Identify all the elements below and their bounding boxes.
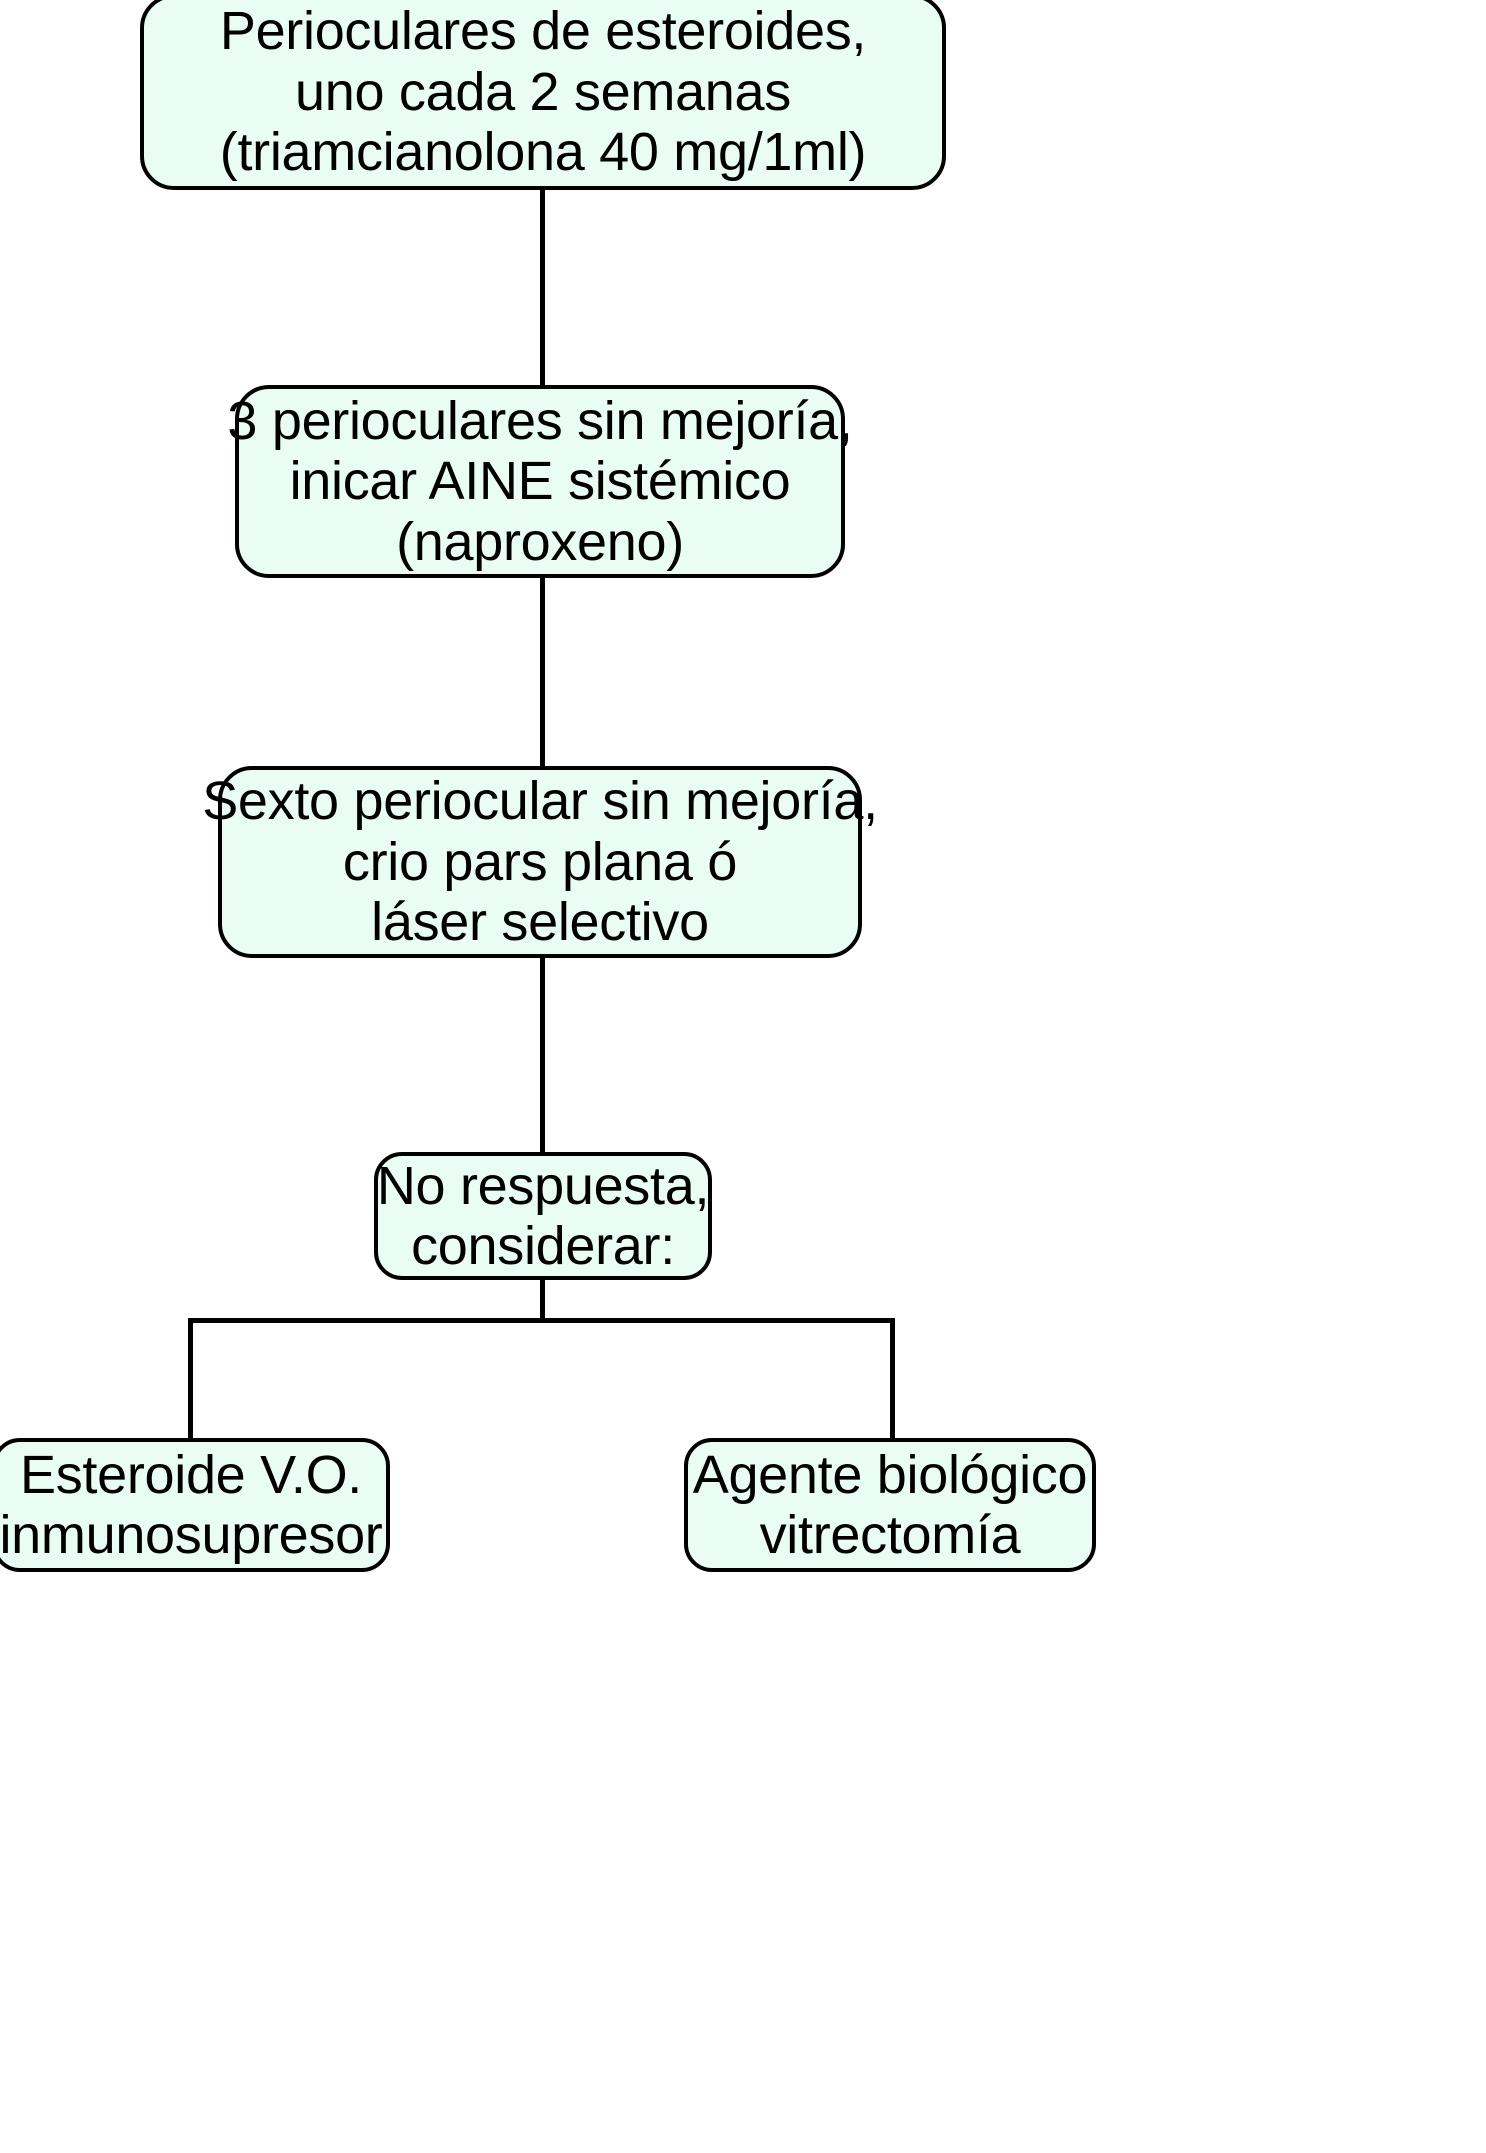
node-no-respuesta[interactable]: No respuesta, considerar: [374, 1152, 712, 1280]
node-line: vitrectomía [759, 1505, 1021, 1565]
node-line: inicar AINE sistémico [289, 451, 791, 512]
node-line: No respuesta, [376, 1155, 710, 1216]
connector-step4-to-branch [540, 1277, 545, 1322]
node-agente-biologico[interactable]: Agente biológico vitrectomía [684, 1438, 1096, 1572]
node-line: crio pars plana ó [342, 831, 738, 892]
node-line: láser selectivo [371, 892, 709, 953]
node-perioculares-esteroides[interactable]: Perioculares de esteroides, uno cada 2 s… [140, 0, 946, 190]
connector-branch-bar [188, 1318, 893, 1323]
node-tres-perioculares[interactable]: 3 perioculares sin mejoría, inicar AINE … [227, 385, 853, 578]
node-line: inmunosupresor [0, 1505, 383, 1565]
node-line: considerar: [411, 1216, 675, 1276]
connector-branch-left [188, 1318, 193, 1442]
node-line: Agente biológico [692, 1444, 1088, 1505]
node-line: Esteroide V.O. [19, 1444, 362, 1505]
node-esteroide-vo[interactable]: Esteroide V.O. inmunosupresor [0, 1438, 390, 1572]
connector-step3-to-step4 [540, 955, 545, 1155]
connector-step2-to-step3 [540, 575, 545, 770]
node-line: (naproxeno) [396, 511, 684, 572]
connector-branch-right [890, 1318, 895, 1442]
node-line: Sexto periocular sin mejoría, [202, 771, 878, 832]
node-line: Perioculares de esteroides, [219, 1, 867, 62]
node-sexto-periocular[interactable]: Sexto periocular sin mejoría, crio pars … [202, 766, 878, 958]
node-line: (triamcianolona 40 mg/1ml) [219, 122, 867, 183]
node-line: uno cada 2 semanas [295, 61, 791, 122]
node-line: 3 perioculares sin mejoría, [227, 390, 853, 451]
connector-step1-to-step2 [540, 190, 545, 388]
